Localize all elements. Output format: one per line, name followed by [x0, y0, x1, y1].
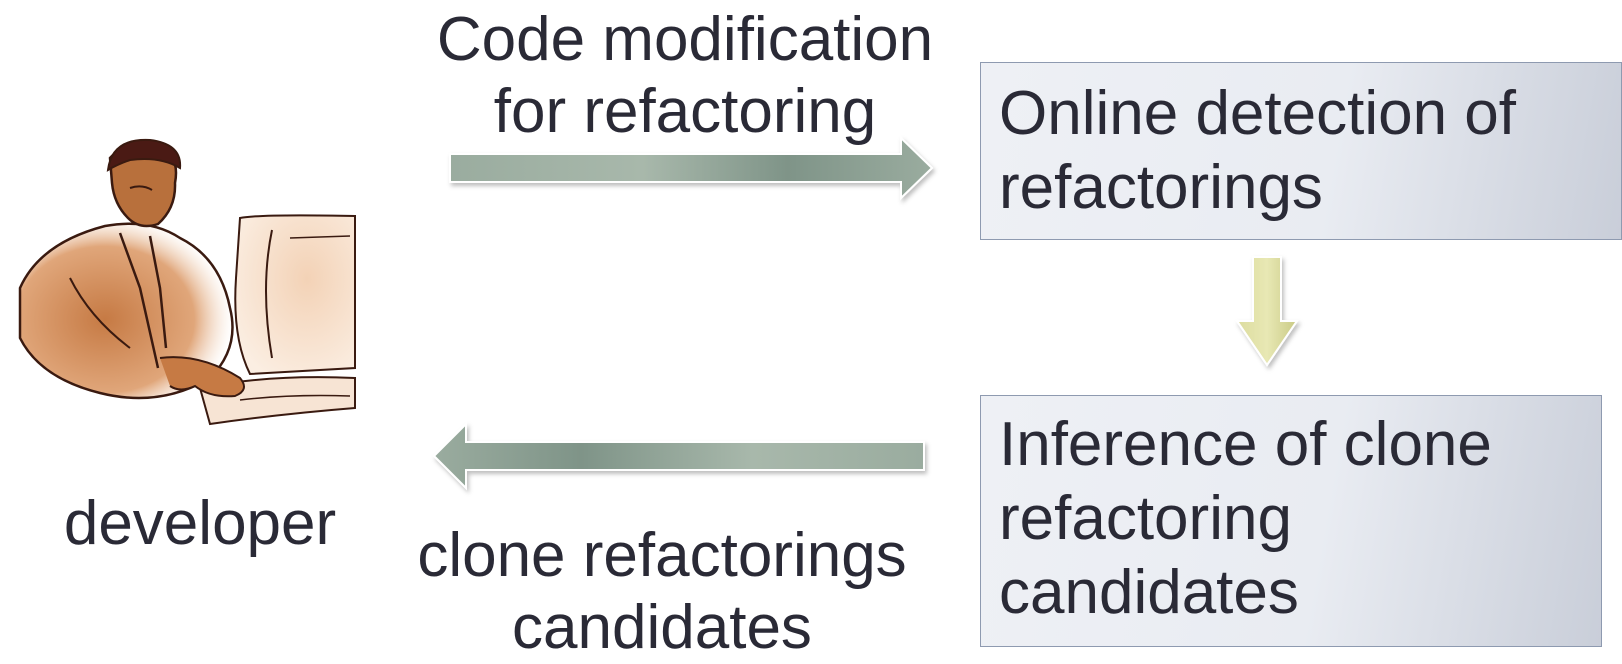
right-arrow: [449, 135, 934, 201]
developer-at-computer-icon: [18, 138, 356, 426]
online-detection-line1: Online detection of: [999, 79, 1517, 148]
inference-line2: refactoring: [999, 484, 1292, 553]
clone-candidates-label: clone refactorings candidates: [392, 520, 932, 664]
developer-label: developer: [30, 488, 370, 560]
online-detection-box: Online detection of refactorings: [980, 62, 1622, 240]
inference-line1: Inference of clone: [999, 410, 1492, 479]
code-modification-label: Code modification for refactoring: [400, 4, 970, 148]
clone-candidates-label-line1: clone refactorings: [417, 521, 907, 590]
developer-label-text: developer: [63, 489, 337, 558]
online-detection-line2: refactorings: [999, 153, 1323, 222]
clone-candidates-label-line2: candidates: [512, 593, 812, 662]
inference-box: Inference of clone refactoring candidate…: [980, 395, 1602, 647]
code-modification-label-line1: Code modification: [436, 5, 934, 74]
inference-line3: candidates: [999, 558, 1299, 627]
code-modification-label-line2: for refactoring: [493, 77, 877, 146]
left-arrow: [432, 421, 925, 491]
down-arrow: [1235, 256, 1299, 367]
